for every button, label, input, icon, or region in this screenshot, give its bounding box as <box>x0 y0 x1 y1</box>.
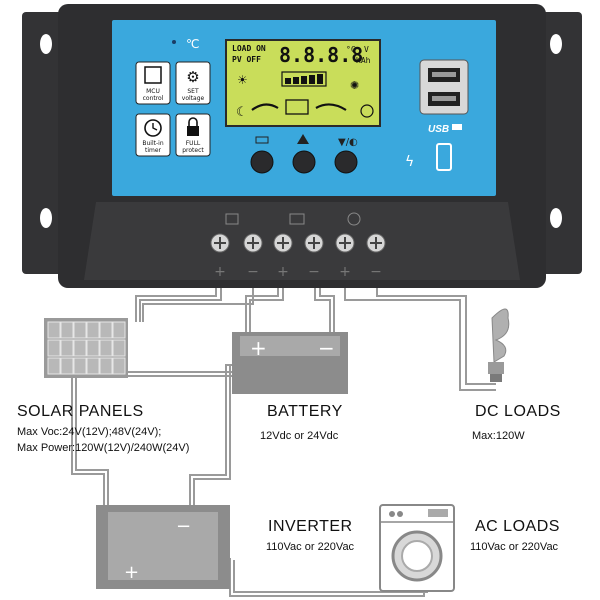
usb-ports <box>419 59 469 115</box>
terminal-screws <box>210 233 386 253</box>
lightning-icon: ϟ <box>405 154 414 170</box>
svg-text:−: − <box>370 264 382 280</box>
usb-label: USB <box>428 124 449 135</box>
dc-loads-spec: Max:120W <box>472 430 525 442</box>
svg-text:PV OFF: PV OFF <box>232 55 261 64</box>
inverter-spec: 110Vac or 220Vac <box>266 541 355 553</box>
flow-arrow-right <box>315 103 347 111</box>
svg-text:protect: protect <box>182 147 204 154</box>
chip-icon <box>144 66 162 84</box>
up-icon <box>297 134 309 144</box>
svg-text:+: + <box>250 336 267 360</box>
feature-full-protect: FULL protect <box>175 113 211 157</box>
gear-icon: ⚙ <box>186 68 199 86</box>
svg-text:°C: °C <box>346 45 356 54</box>
down-icon: ▼/◐ <box>338 137 358 148</box>
svg-text:timer: timer <box>145 147 162 154</box>
battery-title: BATTERY <box>267 403 343 420</box>
svg-text:SET: SET <box>187 88 199 95</box>
thermometer-icon: ℃ <box>186 37 199 51</box>
button-up[interactable] <box>292 150 316 174</box>
bulb-icon: ✺ <box>350 79 359 92</box>
svg-text:Built-in: Built-in <box>142 140 163 147</box>
moon-icon: ☾ <box>236 105 248 120</box>
charge-controller: MCU control ⚙ SET voltage Built-in timer… <box>22 4 582 288</box>
svg-text:MCU: MCU <box>146 88 160 95</box>
svg-text:+: + <box>124 562 139 583</box>
bulb-terminal-icon <box>347 212 361 226</box>
svg-text:+: + <box>214 264 226 280</box>
solar-spec-power: Max Power:120W(12V)/240W(24V) <box>17 442 190 454</box>
lcd-display: LOAD ON PV OFF 8.8.8.8 °C V KAh ☀ ☾ ✺ <box>225 39 381 127</box>
wire-inverter-negative <box>189 364 232 505</box>
button-down[interactable] <box>334 150 358 174</box>
clock-icon <box>144 119 162 137</box>
battery-select-icon <box>255 136 269 144</box>
feature-timer: Built-in timer <box>135 113 171 157</box>
svg-text:FULL: FULL <box>186 140 201 147</box>
svg-text:−: − <box>247 264 259 280</box>
timer-icon <box>360 104 374 118</box>
svg-text:−: − <box>318 336 335 360</box>
battery-terminal-icon <box>289 213 305 225</box>
svg-text:−: − <box>176 516 191 537</box>
feature-set-voltage: ⚙ SET voltage <box>175 61 211 105</box>
ac-loads-title: AC LOADS <box>475 518 560 535</box>
svg-text:LOAD ON: LOAD ON <box>232 44 266 53</box>
battery-level-icon <box>281 71 327 87</box>
inverter: + − <box>96 505 230 589</box>
wire-battery-negative <box>314 288 331 332</box>
battery-spec: 12Vdc or 24Vdc <box>260 430 339 442</box>
lock-icon <box>187 126 199 136</box>
solar-panel <box>44 318 128 378</box>
svg-text:8.8.8.8: 8.8.8.8 <box>279 43 363 67</box>
terminal-polarity: + − + − + − <box>214 264 382 280</box>
mount-hole <box>40 208 52 228</box>
inverter-title: INVERTER <box>268 518 353 535</box>
battery-icon <box>285 99 309 115</box>
mount-hole <box>40 34 52 54</box>
svg-text:+: + <box>277 264 289 280</box>
solar-spec-voc: Max Voc:24V(12V);48V(24V); <box>17 426 162 438</box>
mount-hole <box>550 34 562 54</box>
phone-icon <box>436 143 452 171</box>
ac-loads-spec: 110Vac or 220Vac <box>470 541 559 553</box>
battery: + − <box>232 332 348 394</box>
terminal-block <box>84 202 520 280</box>
flow-arrow-left <box>251 103 279 111</box>
wire-solar-positive <box>139 288 222 322</box>
svg-text:control: control <box>143 95 164 102</box>
wire-load-negative <box>376 288 496 385</box>
dc-loads-title: DC LOADS <box>475 403 561 420</box>
wire-inverter-positive <box>71 371 232 505</box>
svg-text:KAh: KAh <box>356 56 371 65</box>
mount-hole <box>550 208 562 228</box>
usb-battery-icon <box>452 124 462 130</box>
svg-text:voltage: voltage <box>182 95 205 102</box>
dc-load-bulb <box>488 308 510 382</box>
button-menu[interactable] <box>250 150 274 174</box>
solar-terminal-icon <box>225 213 239 225</box>
wire-solar-negative <box>142 288 254 322</box>
svg-text:−: − <box>308 264 320 280</box>
control-buttons: ▼/◐ <box>255 134 358 148</box>
sensor-dot <box>172 40 176 44</box>
wire-battery-positive <box>249 288 284 332</box>
svg-text:V: V <box>364 45 369 54</box>
solar-title: SOLAR PANELS <box>17 403 144 420</box>
ac-load-washing-machine <box>379 504 455 592</box>
wire-load-positive <box>344 288 496 391</box>
feature-mcu: MCU control <box>135 61 171 105</box>
sun-icon: ☀ <box>237 73 248 87</box>
svg-text:+: + <box>339 264 351 280</box>
